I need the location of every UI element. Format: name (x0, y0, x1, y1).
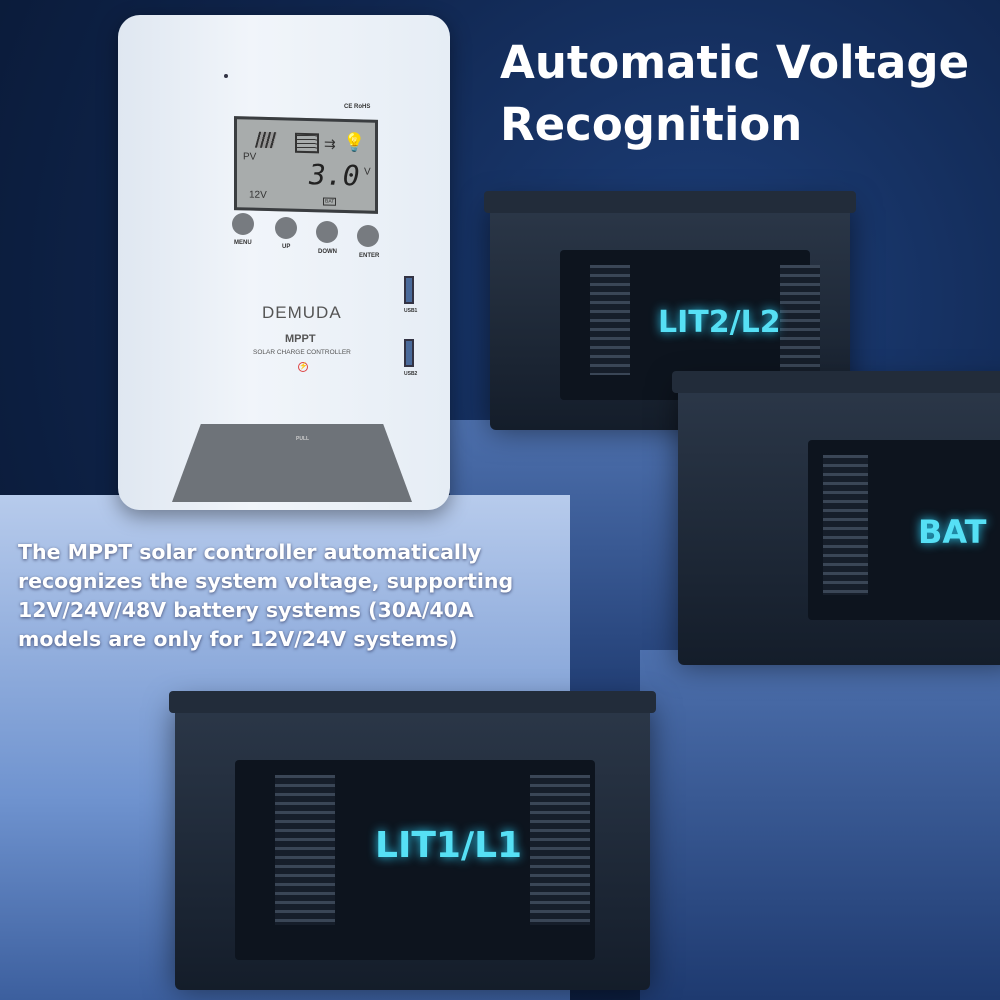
brand-logo: DEMUDA (262, 303, 342, 322)
product-subtitle: SOLAR CHARGE CONTROLLER (253, 349, 351, 356)
description: The MPPT solar controller automatically … (18, 538, 558, 654)
usb2-label: USB2 (404, 371, 418, 377)
status-led (224, 74, 228, 78)
headline: Automatic Voltage Recognition (500, 32, 969, 156)
pv-label: PV (243, 151, 257, 163)
pull-cover[interactable] (172, 424, 412, 502)
usb-port-2[interactable] (404, 339, 414, 367)
usb-port-1[interactable] (404, 276, 414, 304)
up-button[interactable] (275, 217, 297, 239)
pedestal-right (640, 650, 1000, 1000)
voltage-unit: V (364, 166, 371, 178)
description-line: recognizes the system voltage, supportin… (18, 569, 514, 593)
solar-panel-icon (254, 131, 278, 149)
lcd-display: ⇉ 💡 PV 3.0 V 12V BAT (234, 116, 378, 214)
description-line: models are only for 12V/24V systems) (18, 627, 458, 651)
battery-lit1: LIT1/L1 (169, 691, 656, 990)
enter-label: ENTER (359, 253, 380, 259)
down-label: DOWN (318, 249, 337, 255)
headline-line-1: Automatic Voltage (500, 36, 970, 89)
battery-icon (295, 132, 319, 154)
down-button[interactable] (316, 221, 338, 243)
enter-button[interactable] (357, 225, 379, 247)
battery-bat: BAT (672, 371, 1000, 665)
battery-label: LIT2/L2 (658, 305, 781, 340)
lightning-logo-icon: ⚡ (298, 362, 308, 372)
menu-button[interactable] (232, 213, 254, 235)
cert-marks: CE RoHS (344, 104, 371, 110)
bulb-icon: 💡 (343, 131, 366, 153)
description-line: 12V/24V/48V battery systems (30A/40A (18, 598, 474, 622)
battery-label: BAT (918, 513, 987, 551)
description-line: The MPPT solar controller automatically (18, 540, 482, 564)
arrow-icon: ⇉ (324, 135, 336, 152)
headline-line-2: Recognition (500, 98, 803, 151)
menu-label: MENU (234, 240, 252, 246)
system-voltage: 12V (249, 189, 267, 201)
battery-label: LIT1/L1 (375, 825, 523, 866)
usb1-label: USB1 (404, 308, 418, 314)
voltage-reading: 3.0 (309, 158, 360, 193)
pull-label: PULL (296, 436, 310, 442)
up-label: UP (282, 244, 291, 250)
model-label: MPPT (285, 333, 316, 345)
bat-indicator: BAT (323, 197, 337, 206)
